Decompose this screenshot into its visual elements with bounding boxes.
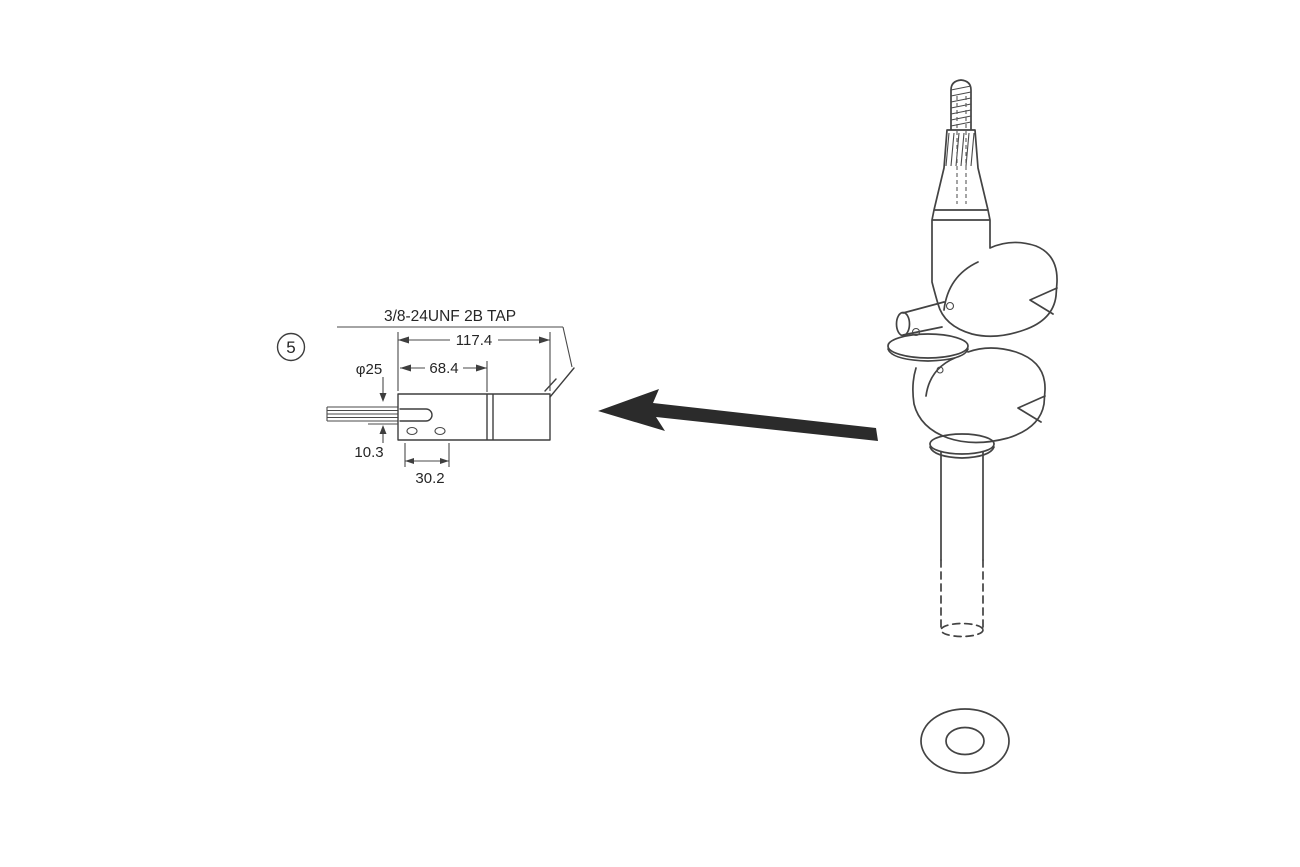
crankshaft-thread-lines [950,85,972,127]
pointer-arrow [598,389,878,441]
dim-slotlength-text: 30.2 [415,470,444,487]
callout-5-number: 5 [286,338,295,357]
thread-chamfer-lines [544,367,575,398]
detail-drawing: 5 3/8-24UNF 2B TAP 117.4 [276,308,575,487]
dim-text-bg [425,360,463,376]
dim-diameter: φ25 [356,361,387,402]
washer-illustration [920,708,1010,774]
dim-diameter-text: φ25 [356,361,382,378]
dim-arrow-up [379,425,387,434]
dim-arrow-right [440,458,449,464]
crank-pin-end [895,311,911,337]
washer-inner-hole [945,726,985,756]
shaft-slot [399,408,433,422]
crankshaft-hidden-lines [956,96,967,204]
web-hole-3 [936,366,944,374]
shaft-thin-rod [326,406,398,422]
dim-slotlength-lines [404,443,450,467]
callout-circle [276,332,306,362]
tap-spec-callout: 3/8-24UNF 2B TAP [337,308,573,368]
crankshaft-outline [887,79,1058,561]
dim-arrow-left [400,364,411,372]
dim-overall-text: 117.4 [456,332,492,349]
dim-arrow-left [398,336,409,344]
shaft-hole-1 [406,426,418,436]
dim-arrow-right [539,336,550,344]
lower-shaft-dashed [940,559,984,631]
dim-text-bg [450,332,498,348]
dim-slot-offset: 10.3 [354,423,398,461]
web-hole-2 [911,327,921,337]
crankshaft-spline-hatch [945,132,975,167]
crank-flange-disc [887,333,969,359]
callout-5-badge[interactable]: 5 [276,332,306,362]
dim-tapdepth-text: 68.4 [429,360,458,377]
dim-overall-length: 117.4 [397,332,551,391]
shaft-body-outline [397,393,551,441]
dim-slot-length: 30.2 [404,443,450,487]
dim-offset-text: 10.3 [354,444,383,461]
lower-shaft-end-dashed [940,622,984,638]
crankshaft-illustration [887,79,1058,638]
dim-arrow-right [476,364,487,372]
lower-journal-collar [929,433,995,455]
tap-spec-leader-line [337,326,573,368]
tap-spec-label: 3/8-24UNF 2B TAP [384,308,516,325]
washer-outer-edge [920,708,1010,774]
dim-arrow-left [405,458,414,464]
dim-tap-depth: 68.4 [400,360,488,392]
dim-arrow-down [379,393,387,402]
shaft-hole-2 [434,426,446,436]
web-hole-1 [945,301,955,311]
